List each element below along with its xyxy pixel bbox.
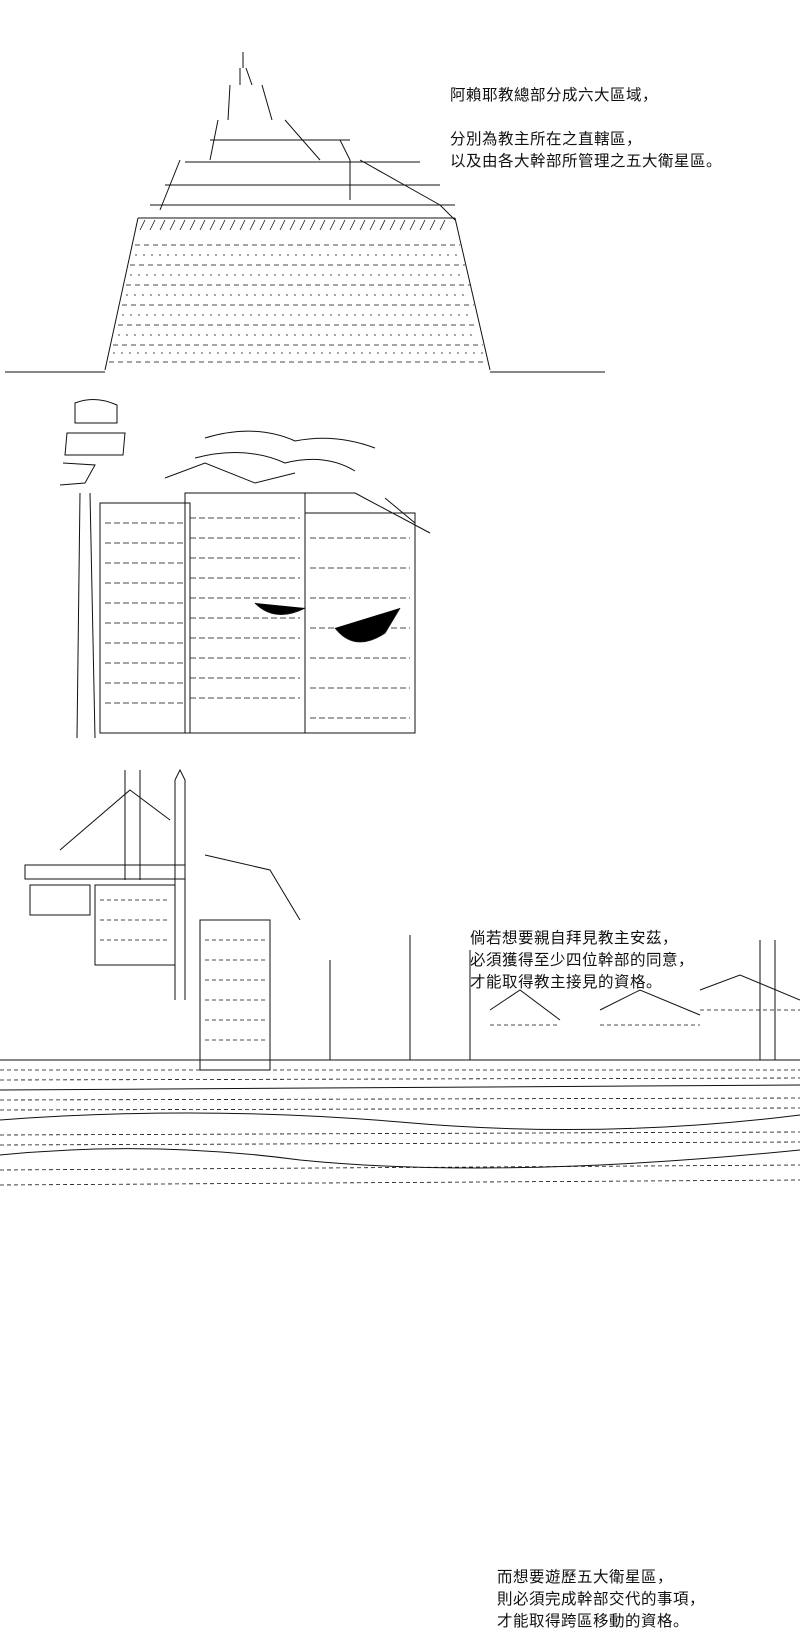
caption-audience: 倘若想要親自拜見教主安茲， 必須獲得至少四位幹部的同意， 才能取得教主接見的資格… [470, 927, 694, 993]
caption-line: 倘若想要親自拜見教主安茲， [470, 929, 679, 947]
pyramid-tower-ascii-art [0, 40, 620, 385]
panel-satellite-districts: 而想要遊歷五大衛星區， 則必須完成幹部交代的事項， 才能取得跨區移動的資格。 [0, 750, 800, 1630]
panel-audience: 倘若想要親自拜見教主安茲， 必須獲得至少四位幹部的同意， 才能取得教主接見的資格… [0, 385, 800, 991]
caption-spacer [450, 106, 722, 128]
panel-headquarters: 阿賴耶教總部分成六大區域， 分別為教主所在之直轄區， 以及由各大幹部所管理之五大… [0, 0, 800, 385]
caption-line: 以及由各大幹部所管理之五大衛星區。 [450, 152, 723, 170]
caption-line: 阿賴耶教總部分成六大區域， [450, 86, 659, 104]
caption-line: 則必須完成幹部交代的事項， [497, 1590, 706, 1608]
character-with-city-ascii-art [55, 393, 435, 738]
caption-line: 必須獲得至少四位幹部的同意， [470, 951, 695, 969]
caption-line: 而想要遊歷五大衛星區， [497, 1568, 674, 1586]
cityscape-ascii-art [0, 760, 800, 1200]
caption-line: 分別為教主所在之直轄區， [450, 130, 643, 148]
caption-line: 才能取得跨區移動的資格。 [497, 1612, 690, 1630]
caption-satellite-districts: 而想要遊歷五大衛星區， 則必須完成幹部交代的事項， 才能取得跨區移動的資格。 [497, 1566, 705, 1632]
caption-line: 才能取得教主接見的資格。 [470, 973, 663, 991]
caption-headquarters: 阿賴耶教總部分成六大區域， 分別為教主所在之直轄區， 以及由各大幹部所管理之五大… [450, 84, 722, 172]
